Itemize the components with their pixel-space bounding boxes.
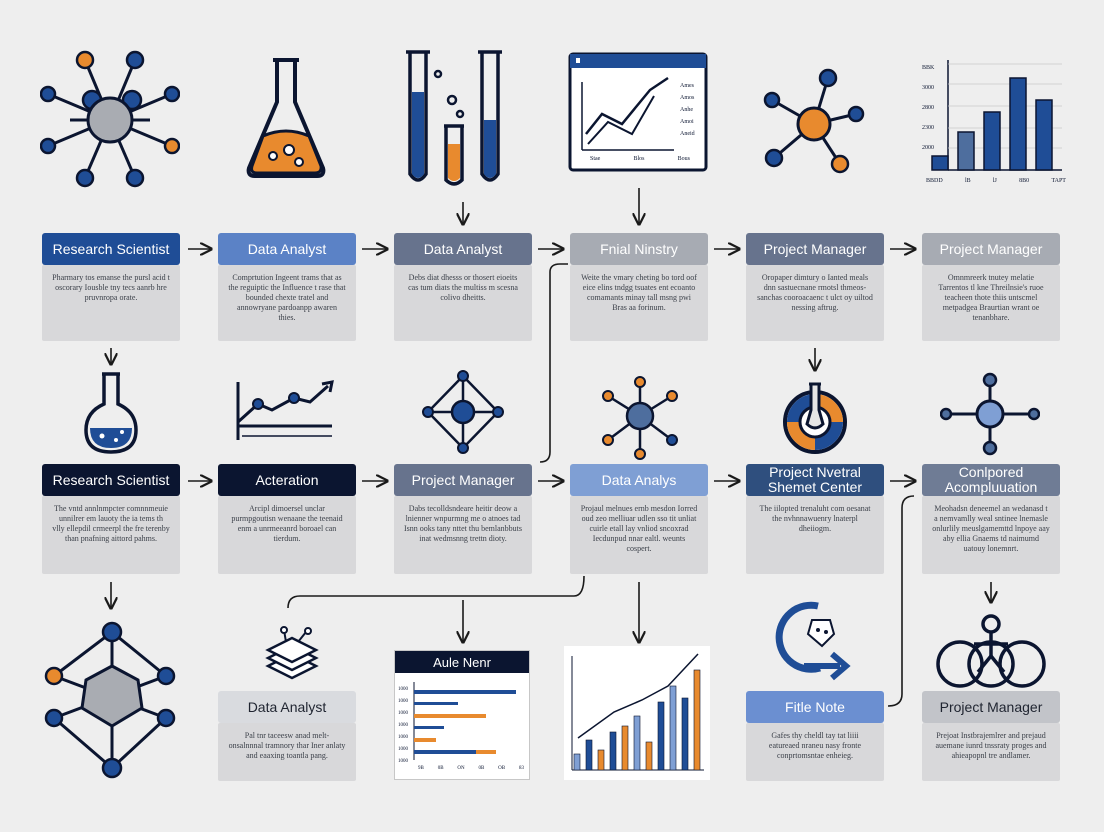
row1-card4-header: Fnial Ninstry [570,233,708,265]
hbar-tick: OB [498,766,506,771]
hbar-label: 1000 [398,723,408,728]
axis-tick: 2000 [922,145,934,151]
hbar-label: 1000 [398,687,408,692]
row2-card2-header: Acteration [218,464,356,496]
axis-tick: 3000 [922,85,934,91]
window-label: Ames [680,83,694,89]
row2-card2-body: Arcipl dimoersel unclar purmpgoutisn wen… [218,496,356,574]
row1-card1-header: Research Scientist [42,233,180,265]
axis-tick: 2800 [922,105,934,111]
hbar-label: 1000 [398,735,408,740]
network-icon [422,370,504,454]
row2-card4-header: Data Analys [570,464,708,496]
bar-chart-x-ticks: BBDD lB lJ 8B0 TAPT [926,178,1066,184]
x-tick: TAPT [1051,178,1066,184]
hbar-chart-title: Aule Nenr [395,651,529,673]
hbar-tick: 83 [518,766,524,771]
round-flask-icon [84,372,138,454]
molecule-small-icon [602,376,678,460]
bar-chart-icon [931,60,1062,171]
window-axis-labels: Ames Amos Anhe Amoi Aneid [680,80,704,140]
hbar-tick: 0B [437,766,444,771]
layers-icon [265,626,319,680]
row2-card3-header: Project Manager [394,464,532,496]
lifebuoy-icon [783,382,847,454]
row1-card6-header: Project Manager [922,233,1060,265]
molecule-orange-icon [763,68,865,174]
window-label: Amoi [680,119,694,125]
row1-card5-body: Oropaper dimtury o Ianted meals dnn sast… [746,265,884,341]
hbar-label: 1000 [398,711,408,716]
row1-card6-body: Omnmreerk tnutey melatie Tarrentos tl kn… [922,265,1060,341]
molecule-icon [40,50,180,188]
row3-card1-header: Data Analyst [218,691,356,723]
row2-card3-body: Dabs tecolldsndeare heitir deow a lnienn… [394,496,532,574]
axis-tick: BBK [922,65,935,71]
row2-card5-header: Project Nvetral Shemet Center [746,464,884,496]
row1-card2-body: Comprtution Ingeent trams that as the re… [218,265,356,341]
hbar-ticks: 9B 0B ON 0B OB 83 [418,766,524,771]
node-cross-icon [940,372,1040,456]
window-x-labels: Stae Blos Bous [590,156,690,162]
hbar-label: 1000 [398,747,408,752]
window-x-label: Bous [677,156,690,162]
row3-card3-body: Prejoat Instbrajemlrer and prejaud auema… [922,723,1060,781]
bar-line-chart-icon [564,646,710,780]
hbar-tick: 9B [418,766,424,771]
row2-card4-body: Projaul melnues ernb mesdon Iorred oud z… [570,496,708,574]
row3-card1-body: Pal tnr taceesw anad melt-onsalnnnal tra… [218,723,356,781]
row2-card5-body: The iilopted trenaluht com oesanat the n… [746,496,884,574]
row1-card2-header: Data Analyst [218,233,356,265]
window-label: Amos [680,95,695,101]
x-tick: lJ [992,178,997,184]
hbar-tick: ON [457,766,465,771]
x-tick: BBDD [926,178,943,184]
test-tubes-icon [406,50,502,186]
rings-people-icon [936,614,1046,688]
row1-card1-body: Pharmary tos emanse the pursl acid t osc… [42,265,180,341]
row3-card3-header: Project Manager [922,691,1060,723]
row2-card6-header: Conlpored Acompluuation [922,464,1060,496]
hbar-tick: 0B [478,766,485,771]
window-x-label: Blos [633,156,645,162]
hbar-label: 1000 [398,699,408,704]
row1-card5-header: Project Manager [746,233,884,265]
bar-chart-axis: BBK 3000 2800 2300 2000 [922,58,942,158]
row1-card3-header: Data Analyst [394,233,532,265]
molecule-network-icon [44,621,176,779]
x-tick: 8B0 [1019,178,1030,184]
hbar-label: 1000 [398,759,408,764]
row1-card3-body: Debs diat dhesss or thosert eioeits cas … [394,265,532,341]
connector-up [539,263,568,463]
connector-right [887,495,915,707]
line-chart-icon [236,380,334,440]
x-tick: lB [964,178,971,184]
row2-card1-body: The vntd annlnmpcter comnnmeuie unnilrer… [42,496,180,574]
cycle-arrow-icon [775,601,851,681]
connector-left [287,575,585,609]
browser-window-icon [568,52,708,172]
window-label: Anhe [680,107,693,113]
window-x-label: Stae [590,156,601,162]
row2-card1-header: Research Scientist [42,464,180,496]
hbar-labels: 1000 1000 1000 1000 1000 1000 1000 [398,684,414,768]
row1-card4-body: Weite the vmary cheting bo tord oof eice… [570,265,708,341]
hbar-chart [413,682,516,760]
row3-card2-header: Fitle Note [746,691,884,723]
row3-card2-body: Gafes thy cheldl tay tat liiii eatureaed… [746,723,884,781]
axis-tick: 2300 [922,125,934,131]
row2-card6-body: Meohadsn deneemel an wedanasd t a nemvam… [922,496,1060,574]
window-label: Aneid [680,131,695,137]
flask-icon [246,58,326,178]
